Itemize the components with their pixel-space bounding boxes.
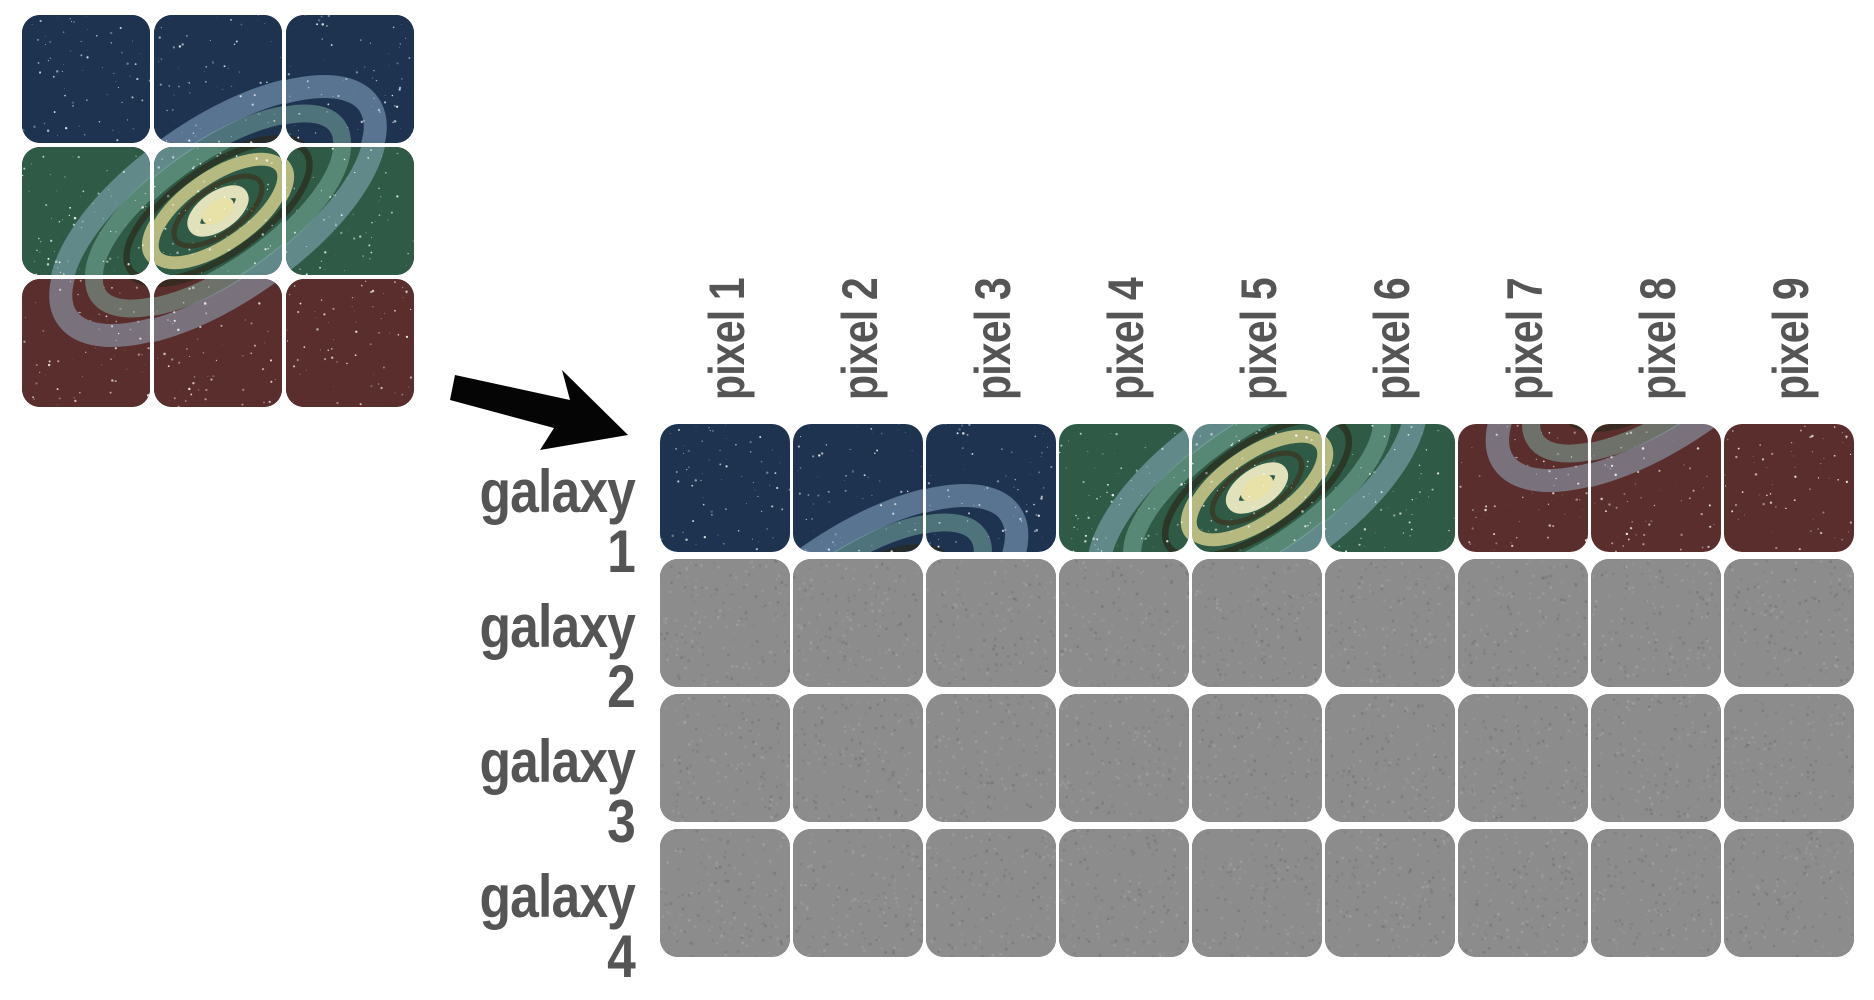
pixel-cell-empty bbox=[1591, 694, 1721, 822]
pixel-cell-empty bbox=[1059, 829, 1189, 957]
column-header-label: pixel 7 bbox=[1496, 278, 1553, 400]
arrow-right-down-icon bbox=[450, 330, 630, 450]
source-galaxy-image bbox=[22, 15, 420, 415]
pixel-cell-empty bbox=[926, 559, 1056, 687]
column-header-3: pixel 3 bbox=[926, 230, 1059, 410]
row-label-4: galaxy 4 bbox=[479, 863, 636, 990]
pixel-cell-empty bbox=[1325, 559, 1455, 687]
column-header-label: pixel 4 bbox=[1097, 278, 1154, 400]
column-header-4: pixel 4 bbox=[1059, 230, 1192, 410]
column-header-label: pixel 3 bbox=[964, 278, 1021, 400]
pixel-cell-empty bbox=[1724, 694, 1854, 822]
pixel-cell-empty bbox=[1591, 559, 1721, 687]
row-label-2: galaxy 2 bbox=[479, 593, 636, 720]
pixel-cell-empty bbox=[1724, 829, 1854, 957]
row-label-1: galaxy 1 bbox=[479, 458, 636, 585]
source-tile-1 bbox=[22, 15, 150, 143]
pixel-cell-empty bbox=[1192, 829, 1322, 957]
pixel-cell-empty bbox=[660, 559, 790, 687]
pixel-cell-empty bbox=[1192, 559, 1322, 687]
source-tile-2 bbox=[154, 15, 282, 143]
column-header-6: pixel 6 bbox=[1325, 230, 1458, 410]
pixel-cell-empty bbox=[1724, 559, 1854, 687]
pixel-cell-empty bbox=[1325, 829, 1455, 957]
pixel-cell-filled bbox=[1458, 424, 1588, 552]
pixel-cell-empty bbox=[1591, 829, 1721, 957]
source-tile-7 bbox=[22, 279, 150, 407]
pixel-cell-empty bbox=[1325, 694, 1455, 822]
pixel-cell-empty bbox=[1192, 694, 1322, 822]
column-header-label: pixel 5 bbox=[1230, 278, 1287, 400]
pixel-cell-filled bbox=[1059, 424, 1189, 552]
source-tile-6 bbox=[286, 147, 414, 275]
source-tile-3 bbox=[286, 15, 414, 143]
pixel-cell-empty bbox=[660, 829, 790, 957]
pixel-cell-empty bbox=[793, 694, 923, 822]
column-header-5: pixel 5 bbox=[1192, 230, 1325, 410]
pixel-cell-empty bbox=[793, 829, 923, 957]
pixel-cell-empty bbox=[1059, 559, 1189, 687]
column-header-label: pixel 8 bbox=[1629, 278, 1686, 400]
source-tile-5 bbox=[154, 147, 282, 275]
pixel-cell-filled bbox=[1724, 424, 1854, 552]
pixel-cell-filled bbox=[926, 424, 1056, 552]
source-tile-8 bbox=[154, 279, 282, 407]
pixel-cell-empty bbox=[1458, 559, 1588, 687]
pixel-cell-filled bbox=[1192, 424, 1322, 552]
row-label-3: galaxy 3 bbox=[479, 728, 636, 855]
column-header-label: pixel 6 bbox=[1363, 278, 1420, 400]
pixel-cell-filled bbox=[1325, 424, 1455, 552]
pixel-cell-empty bbox=[660, 694, 790, 822]
column-header-8: pixel 8 bbox=[1591, 230, 1724, 410]
pixel-cell-filled bbox=[1591, 424, 1721, 552]
pixel-cell-filled bbox=[660, 424, 790, 552]
pixel-cell-filled bbox=[793, 424, 923, 552]
column-header-2: pixel 2 bbox=[793, 230, 926, 410]
column-header-1: pixel 1 bbox=[660, 230, 793, 410]
column-header-9: pixel 9 bbox=[1724, 230, 1857, 410]
pixel-cell-empty bbox=[926, 694, 1056, 822]
column-header-7: pixel 7 bbox=[1458, 230, 1591, 410]
source-tile-9 bbox=[286, 279, 414, 407]
column-header-label: pixel 1 bbox=[698, 278, 755, 400]
column-header-label: pixel 2 bbox=[831, 278, 888, 400]
pixel-cell-empty bbox=[1059, 694, 1189, 822]
pixel-cell-empty bbox=[1458, 829, 1588, 957]
pixel-cell-empty bbox=[793, 559, 923, 687]
column-header-label: pixel 9 bbox=[1762, 278, 1819, 400]
pixel-cell-empty bbox=[926, 829, 1056, 957]
source-tile-4 bbox=[22, 147, 150, 275]
pixel-cell-empty bbox=[1458, 694, 1588, 822]
